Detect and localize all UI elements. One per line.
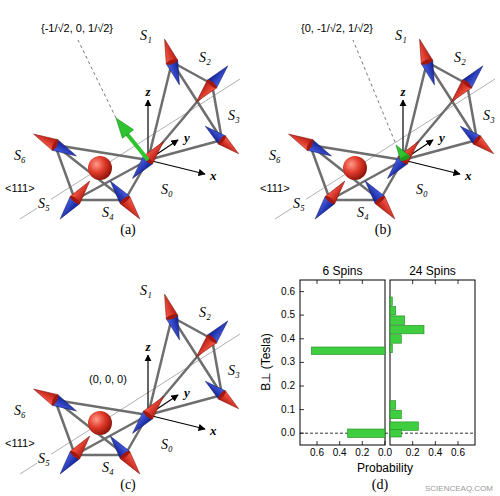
- spin-label: S₁: [394, 28, 408, 44]
- spin-label: S₅: [37, 196, 51, 212]
- spin-label: S₆: [268, 148, 282, 164]
- tick-label: 0.6: [450, 447, 466, 458]
- spin-label: S₀: [160, 437, 174, 453]
- spin-label: S₄: [101, 205, 115, 221]
- axis-label: x: [464, 168, 473, 184]
- spin-label: S₄: [356, 205, 370, 221]
- tick-label: 0.4: [427, 447, 443, 458]
- field-vector: [78, 40, 148, 160]
- spin-label: S₆: [13, 148, 27, 164]
- spin-label: S₂: [198, 50, 212, 66]
- tick-label: 0.4: [332, 447, 348, 458]
- axis-label: y: [183, 130, 191, 146]
- tetrahedra-figure: [275, 37, 497, 222]
- tetrahedra-figure: [20, 292, 242, 477]
- axis-label: z: [144, 84, 151, 100]
- axis-title: B⊥ (Tesla): [259, 332, 273, 391]
- spin-label: S₃: [227, 108, 241, 124]
- watermark: SCIENCEAQ.COM: [424, 484, 494, 493]
- vector-label: {-1/√2, 0, 1/√2}: [40, 22, 114, 34]
- tick-label: 0.6: [280, 286, 296, 297]
- spin-label: S₃: [227, 363, 241, 379]
- tick-label: 0.1: [280, 404, 296, 415]
- field-vector: [353, 40, 410, 162]
- panel-caption: (a): [119, 222, 137, 238]
- plot-title: 24 Spins: [408, 264, 457, 278]
- spin-label: S₂: [198, 305, 212, 321]
- plot-title: 6 Spins: [321, 264, 363, 278]
- axis-label: y: [438, 130, 446, 146]
- tick-label: 0.5: [280, 309, 296, 320]
- axis-title: Probability: [356, 461, 414, 475]
- tick-label: 0.0: [377, 447, 393, 458]
- spin-label: S₂: [453, 50, 467, 66]
- panel-caption: (d): [371, 477, 389, 493]
- panel-caption: (c): [119, 477, 137, 493]
- origin-label: (0, 0, 0): [88, 373, 128, 385]
- spin-label: S₃: [482, 108, 496, 124]
- spin-label: S₀: [415, 182, 429, 198]
- tick-label: 0.2: [405, 447, 421, 458]
- direction-label: <111>: [4, 182, 36, 194]
- axis-label: x: [209, 168, 218, 184]
- histogram: [300, 280, 475, 445]
- spin-label: S₅: [37, 451, 51, 467]
- panel-caption: (b): [374, 222, 392, 238]
- spin-label: S₅: [292, 196, 306, 212]
- tick-label: 0.2: [280, 380, 296, 391]
- spin-label: S₆: [13, 403, 27, 419]
- axis-label: y: [183, 385, 191, 401]
- axis-label: x: [209, 423, 218, 439]
- vector-label: {0, -1/√2, 1/√2}: [300, 22, 374, 34]
- spin-label: S₁: [139, 28, 153, 44]
- axis-label: z: [399, 84, 406, 100]
- spin-label: S₀: [160, 182, 174, 198]
- tetrahedra-figure: [20, 37, 242, 222]
- spin-label: S₁: [139, 283, 153, 299]
- spin-label: S₄: [101, 460, 115, 476]
- direction-label: <111>: [4, 437, 36, 449]
- direction-label: <111>: [259, 182, 291, 194]
- tick-label: 0.4: [280, 333, 296, 344]
- tick-label: 0.2: [354, 447, 370, 458]
- tick-label: 0.6: [309, 447, 325, 458]
- tick-label: 0.0: [280, 427, 296, 438]
- tick-label: 0.3: [280, 356, 296, 367]
- axis-label: z: [144, 339, 151, 355]
